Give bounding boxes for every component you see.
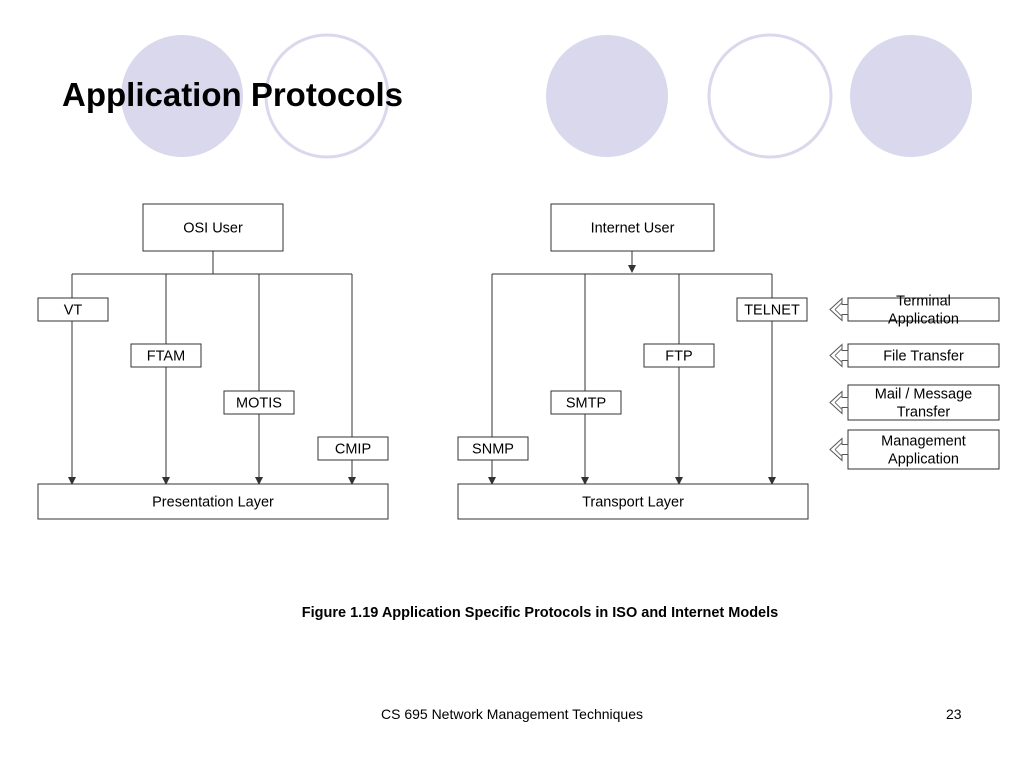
internet-protocol-snmp: SNMP <box>457 436 529 461</box>
category-box-4-label: Application <box>888 452 959 468</box>
internet-protocol-smtp-label: SMTP <box>566 396 606 412</box>
page-number: 23 <box>946 706 962 722</box>
internet-protocol-snmp-label: SNMP <box>472 442 514 458</box>
hollow-left-arrow-icon <box>829 297 849 322</box>
category-box-2: File Transfer <box>847 343 1000 368</box>
presentation-layer-box: Presentation Layer <box>37 483 389 520</box>
internet-protocol-telnet-label: TELNET <box>744 303 800 319</box>
osi-protocol-cmip: CMIP <box>317 436 389 461</box>
internet-user-box-label: Internet User <box>591 221 675 237</box>
slide-title: Application Protocols <box>62 76 404 113</box>
osi-protocol-ftam: FTAM <box>130 343 202 368</box>
circle-filled-2 <box>546 35 668 157</box>
hollow-left-arrow-icon <box>829 437 849 462</box>
figure-caption: Figure 1.19 Application Specific Protoco… <box>301 605 779 621</box>
hollow-left-arrow-icon-inner <box>834 442 843 457</box>
category-box-1-label: Terminal <box>896 294 951 310</box>
hollow-left-arrow-icon-inner <box>834 395 843 410</box>
transport-layer-box-label: Transport Layer <box>582 495 684 511</box>
category-box-2-label: File Transfer <box>883 349 964 365</box>
osi-protocol-cmip-label: CMIP <box>335 442 371 458</box>
osi-protocol-motis: MOTIS <box>223 390 295 415</box>
circle-outline-1 <box>264 33 390 159</box>
hollow-left-arrow-icon <box>829 343 849 368</box>
osi-protocol-ftam-label: FTAM <box>147 349 185 365</box>
osi-protocol-vt: VT <box>37 297 109 322</box>
circle-outline-2 <box>707 33 833 159</box>
internet-user-box: Internet User <box>550 203 715 252</box>
internet-protocol-ftp-label: FTP <box>665 349 692 365</box>
hollow-left-arrow-icon <box>829 390 849 415</box>
presentation-layer-box-label: Presentation Layer <box>152 495 274 511</box>
circle-filled-3 <box>850 35 972 157</box>
internet-protocol-ftp: FTP <box>643 343 715 368</box>
category-box-1-label: Application <box>888 312 959 328</box>
internet-protocol-smtp: SMTP <box>550 390 622 415</box>
osi-protocol-vt-label: VT <box>64 303 83 319</box>
circle-filled-1 <box>121 35 243 157</box>
osi-protocol-motis-label: MOTIS <box>236 396 282 412</box>
hollow-left-arrow-icon-inner <box>834 302 843 317</box>
category-box-3-label: Transfer <box>897 405 951 421</box>
hollow-left-arrow-icon-inner <box>834 348 843 363</box>
footer-text: CS 695 Network Management Techniques <box>380 706 643 722</box>
osi-user-box: OSI User <box>142 203 284 252</box>
transport-layer-box: Transport Layer <box>457 483 809 520</box>
category-box-3-label: Mail / Message <box>875 387 973 403</box>
osi-user-box-label: OSI User <box>183 221 243 237</box>
category-box-4-label: Management <box>881 434 966 450</box>
internet-protocol-telnet: TELNET <box>736 297 808 322</box>
